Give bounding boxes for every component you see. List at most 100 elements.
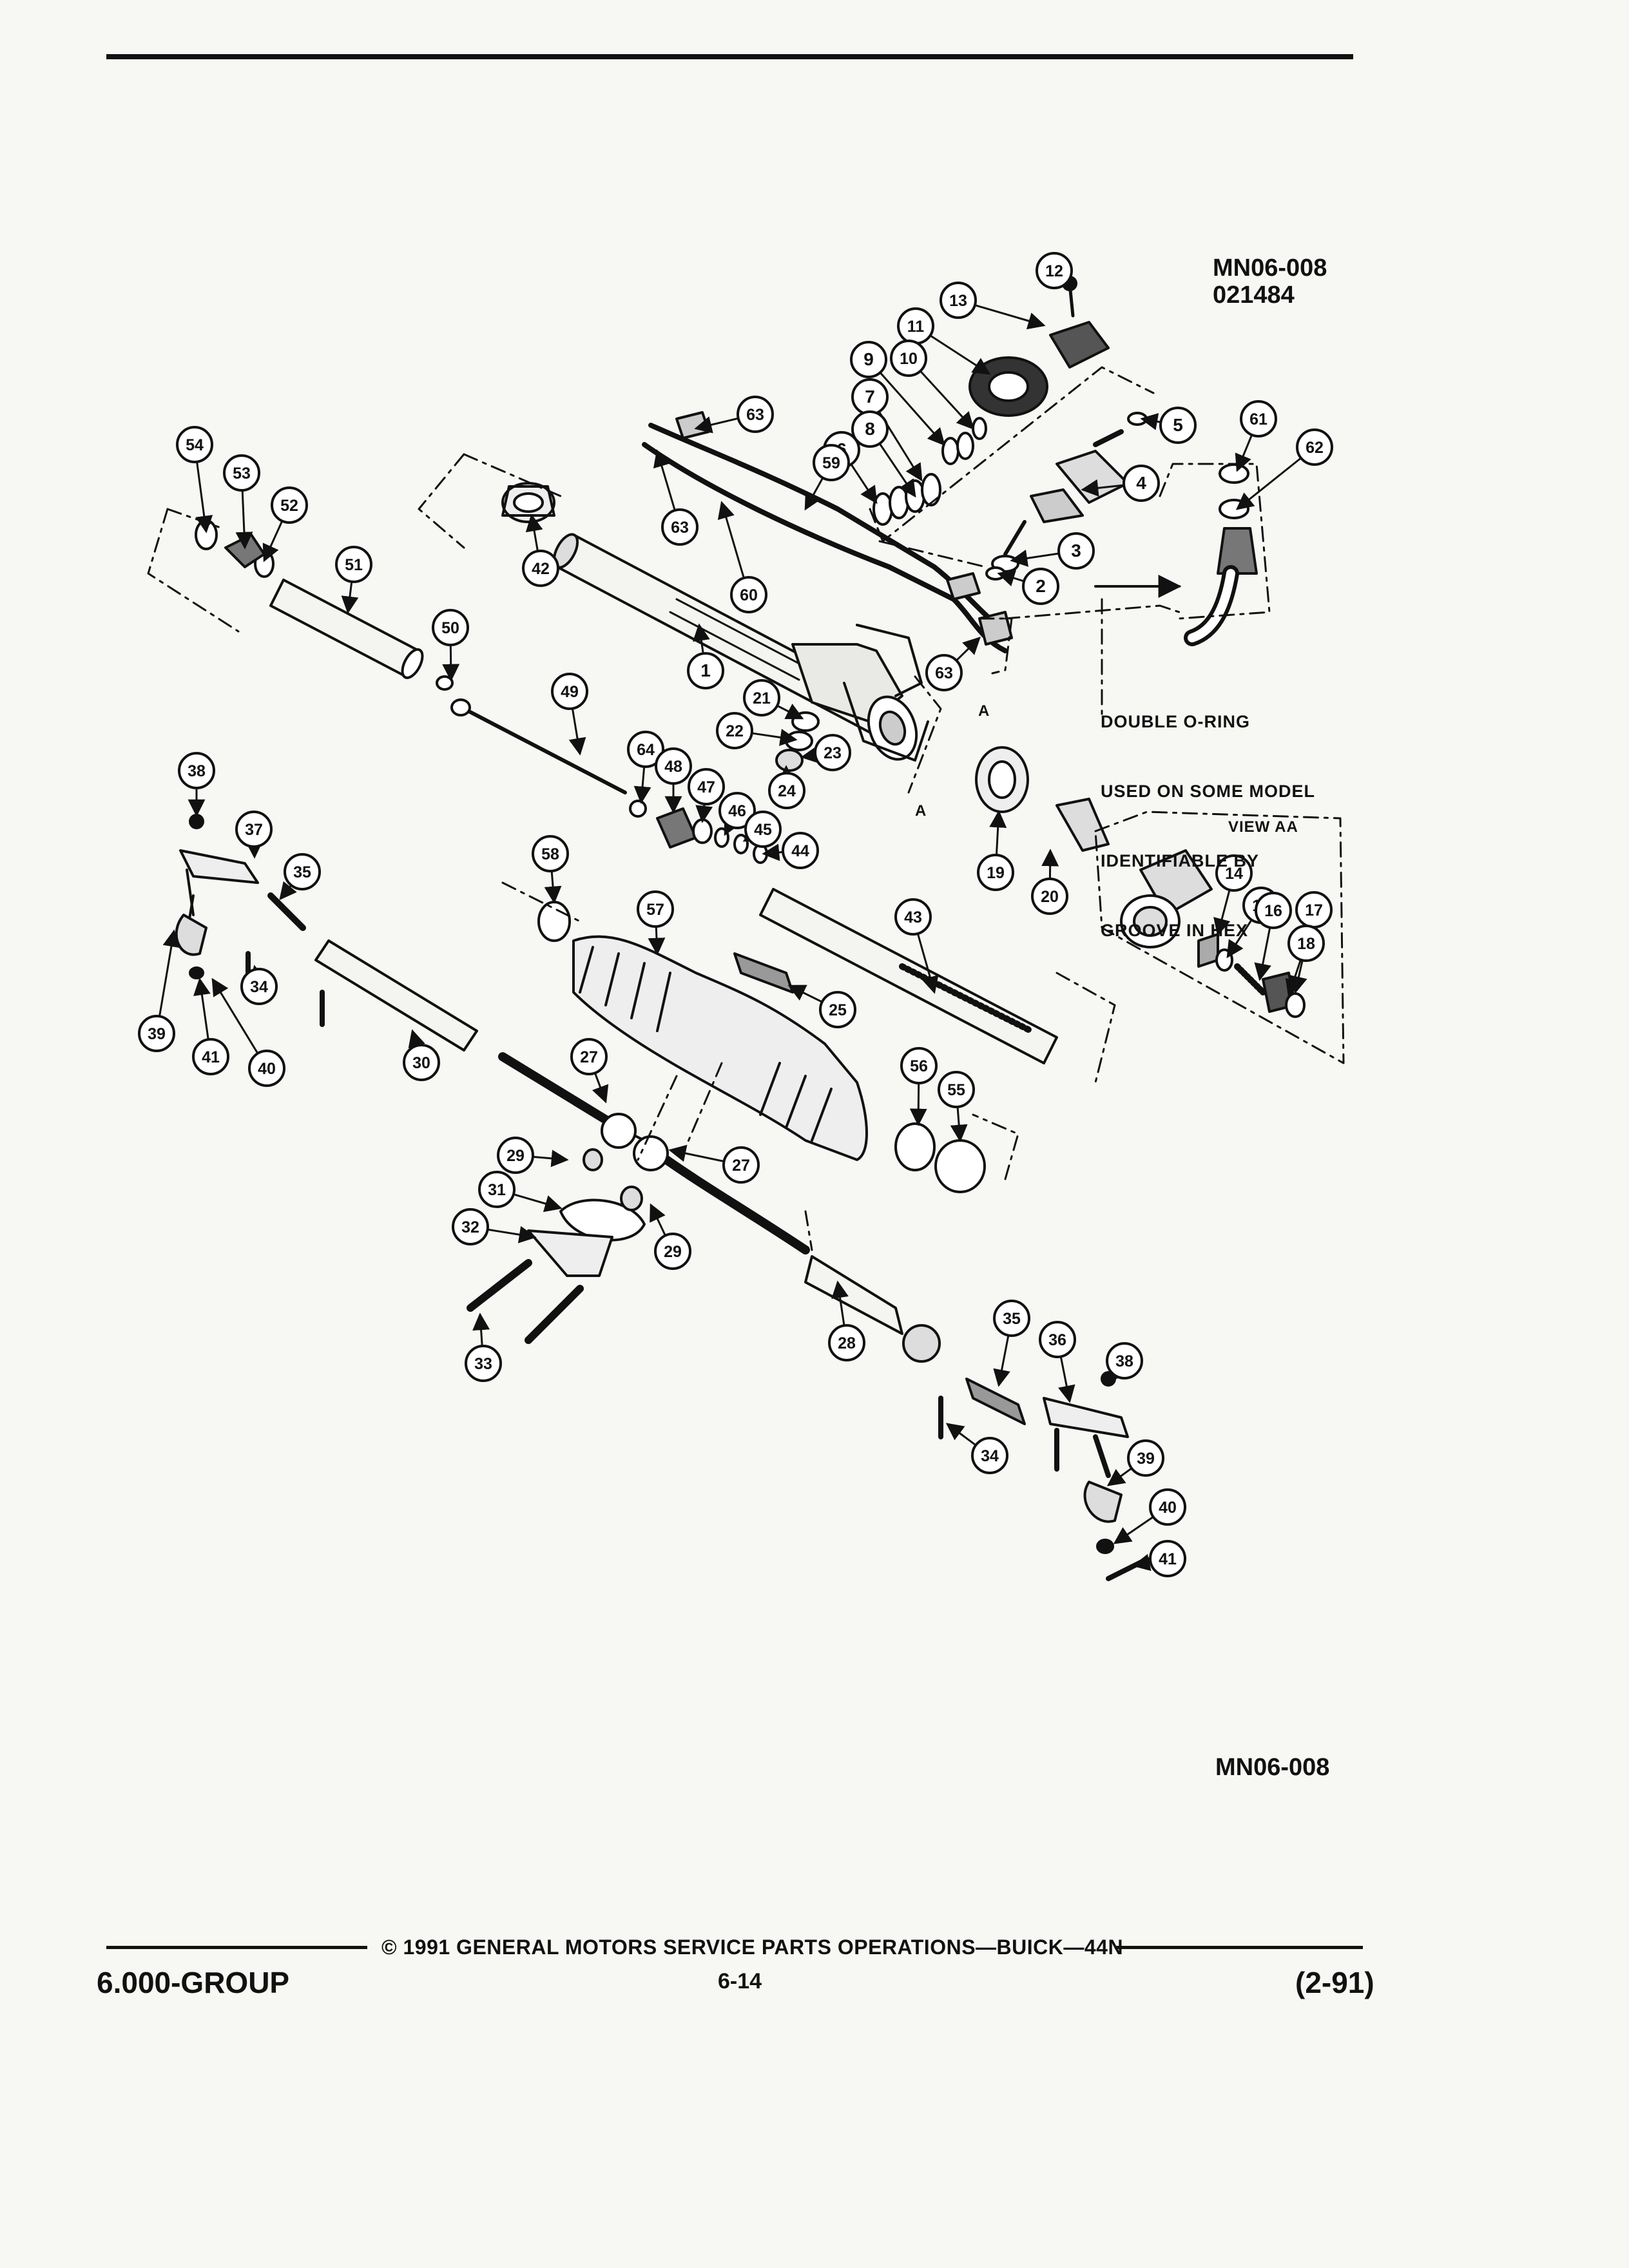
callout-circle [235, 811, 273, 848]
callout-number: 29 [506, 1147, 525, 1165]
callout-30: 30 [403, 1029, 440, 1081]
double-o-ring-note: DOUBLE O-RING USED ON SOME MODEL IDENTIF… [1101, 664, 1315, 988]
callout-51: 51 [335, 546, 372, 614]
callout-circle [1287, 925, 1325, 962]
callout-number: 35 [293, 863, 311, 881]
callout-number: 10 [900, 350, 918, 368]
callout-number: 9 [863, 349, 874, 369]
left-outer-tie-rod [175, 814, 478, 1052]
callout-leader [693, 623, 710, 654]
callout-number: 8 [865, 419, 875, 439]
callout-35: 35 [993, 1300, 1030, 1387]
callout-circle [971, 1437, 1008, 1474]
view-aa-parts [1120, 849, 1306, 1018]
callout-42: 42 [522, 514, 559, 587]
section-mark: A [915, 802, 927, 820]
left-housing-tube [195, 519, 424, 679]
callout-23: 23 [800, 734, 851, 771]
callout-circle [478, 1171, 516, 1208]
callout-61: 61 [1235, 400, 1277, 472]
callout-number: 47 [697, 778, 715, 796]
callout-circle [687, 652, 724, 689]
callout-24: 24 [768, 765, 805, 809]
callout-circle [688, 768, 725, 805]
callout-39: 39 [1106, 1439, 1164, 1486]
callout-leader [879, 372, 945, 447]
callout-number: 34 [250, 978, 268, 996]
callout-circle [894, 898, 932, 936]
callout-28: 28 [828, 1280, 865, 1361]
callout-54: 54 [176, 426, 213, 533]
callout-circle [570, 1038, 608, 1075]
callout-18: 18 [1285, 925, 1325, 997]
callout-leader [442, 644, 460, 682]
callout-number: 52 [280, 497, 298, 515]
callout-19: 19 [977, 810, 1014, 891]
callout-35: 35 [279, 853, 321, 901]
callout-40: 40 [211, 977, 285, 1087]
callout-circle [730, 576, 767, 613]
callout-leader [1213, 889, 1231, 936]
illustration-date-code: 021484 [1213, 282, 1295, 309]
callout-number: 63 [671, 519, 689, 537]
callout-leader [1113, 1515, 1154, 1544]
callout-leader [993, 1335, 1010, 1387]
callout-leader [909, 1082, 927, 1126]
callout-number: 22 [726, 722, 744, 740]
inner-tie-rod [436, 675, 627, 794]
callout-leader [694, 416, 739, 434]
callout-43: 43 [894, 898, 939, 994]
callout-number: 21 [753, 689, 771, 707]
right-grommet-and-boot [975, 746, 1110, 852]
callout-number: 38 [1115, 1352, 1133, 1370]
callout-circle [993, 1300, 1030, 1337]
callout-number: 42 [532, 560, 550, 578]
callout-34: 34 [945, 1423, 1008, 1474]
callout-leader [751, 729, 798, 746]
callout-circle [532, 835, 569, 872]
callout-leader [787, 985, 823, 1003]
callout-leader [1285, 959, 1302, 997]
callout-number: 23 [824, 744, 842, 762]
callout-leader [776, 703, 804, 720]
rack-housing [552, 533, 929, 762]
footer-rule-right [1115, 1946, 1363, 1949]
callout-41: 41 [1132, 1540, 1186, 1577]
part-callouts: 1213119107866359561624325453525142636016… [138, 252, 1333, 1577]
callout-circle [271, 486, 308, 524]
callout-number: 37 [245, 821, 263, 839]
callout-49: 49 [551, 673, 588, 756]
callout-leader [159, 929, 180, 1017]
callout-38: 38 [1106, 1342, 1143, 1384]
callout-leader [1106, 1467, 1133, 1486]
callout-circle [819, 991, 856, 1028]
callout-circle [900, 1047, 938, 1084]
callout-leader [544, 870, 562, 904]
callout-leader [668, 1144, 724, 1162]
callout-number: 16 [1264, 902, 1282, 920]
boot-clamps [894, 1122, 986, 1193]
callout-circle [940, 282, 977, 319]
callout-57: 57 [637, 890, 674, 956]
callout-62: 62 [1235, 428, 1333, 510]
section-mark: A [978, 702, 990, 720]
callout-number: 3 [1071, 541, 1081, 561]
note-line: USED ON SOME MODEL [1101, 782, 1316, 801]
callout-leader [929, 334, 991, 375]
callout-number: 41 [1159, 1550, 1177, 1568]
pipe-fitting [1094, 463, 1258, 646]
callout-number: 12 [1045, 262, 1063, 280]
callout-33: 33 [465, 1312, 502, 1382]
callout-circle [654, 1233, 691, 1270]
callout-circle [813, 444, 850, 481]
callout-leader [800, 746, 820, 764]
callout-circle [850, 341, 887, 378]
callout-number: 40 [258, 1060, 276, 1078]
callout-circle [1022, 568, 1059, 605]
callout-46: 46 [718, 792, 756, 836]
callout-leader [804, 477, 824, 511]
callout-9: 9 [850, 341, 945, 447]
callout-circle [655, 747, 692, 785]
callout-59: 59 [804, 444, 850, 511]
